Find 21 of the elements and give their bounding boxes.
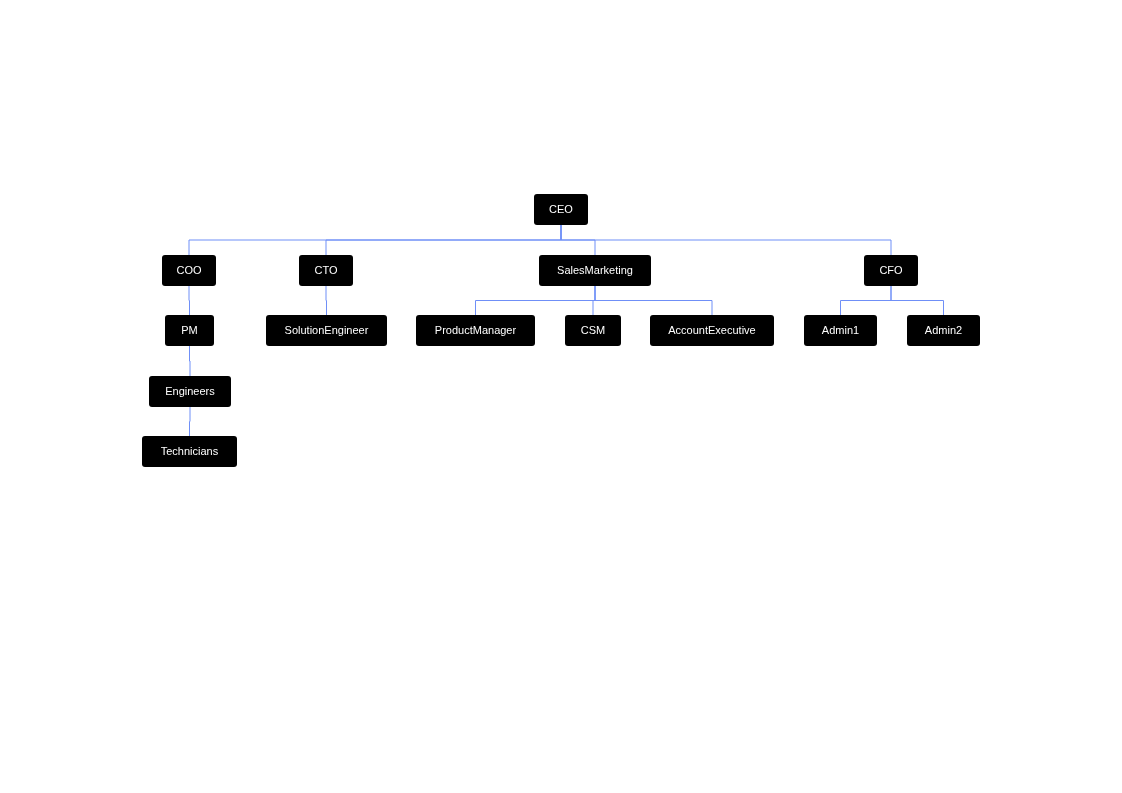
connector-line [188, 285, 190, 316]
connector-line [325, 285, 327, 316]
connector-line [189, 345, 191, 377]
role-box: COO [162, 255, 216, 286]
role-box: SalesMarketing [539, 255, 651, 286]
role-box: CSM [565, 315, 621, 346]
role-box: Engineers [149, 376, 231, 407]
role-box: Admin2 [907, 315, 980, 346]
role-box: CFO [864, 255, 918, 286]
role-box: CTO [299, 255, 353, 286]
role-box: PM [165, 315, 214, 346]
role-box: AccountExecutive [650, 315, 774, 346]
role-box: Admin1 [804, 315, 877, 346]
role-box: SolutionEngineer [266, 315, 387, 346]
connector-line [189, 406, 191, 437]
connector-line [594, 285, 713, 316]
role-box: Technicians [142, 436, 237, 467]
connector-line [560, 224, 892, 256]
connector-line [890, 285, 944, 316]
role-box: CEO [534, 194, 588, 225]
role-box: ProductManager [416, 315, 535, 346]
